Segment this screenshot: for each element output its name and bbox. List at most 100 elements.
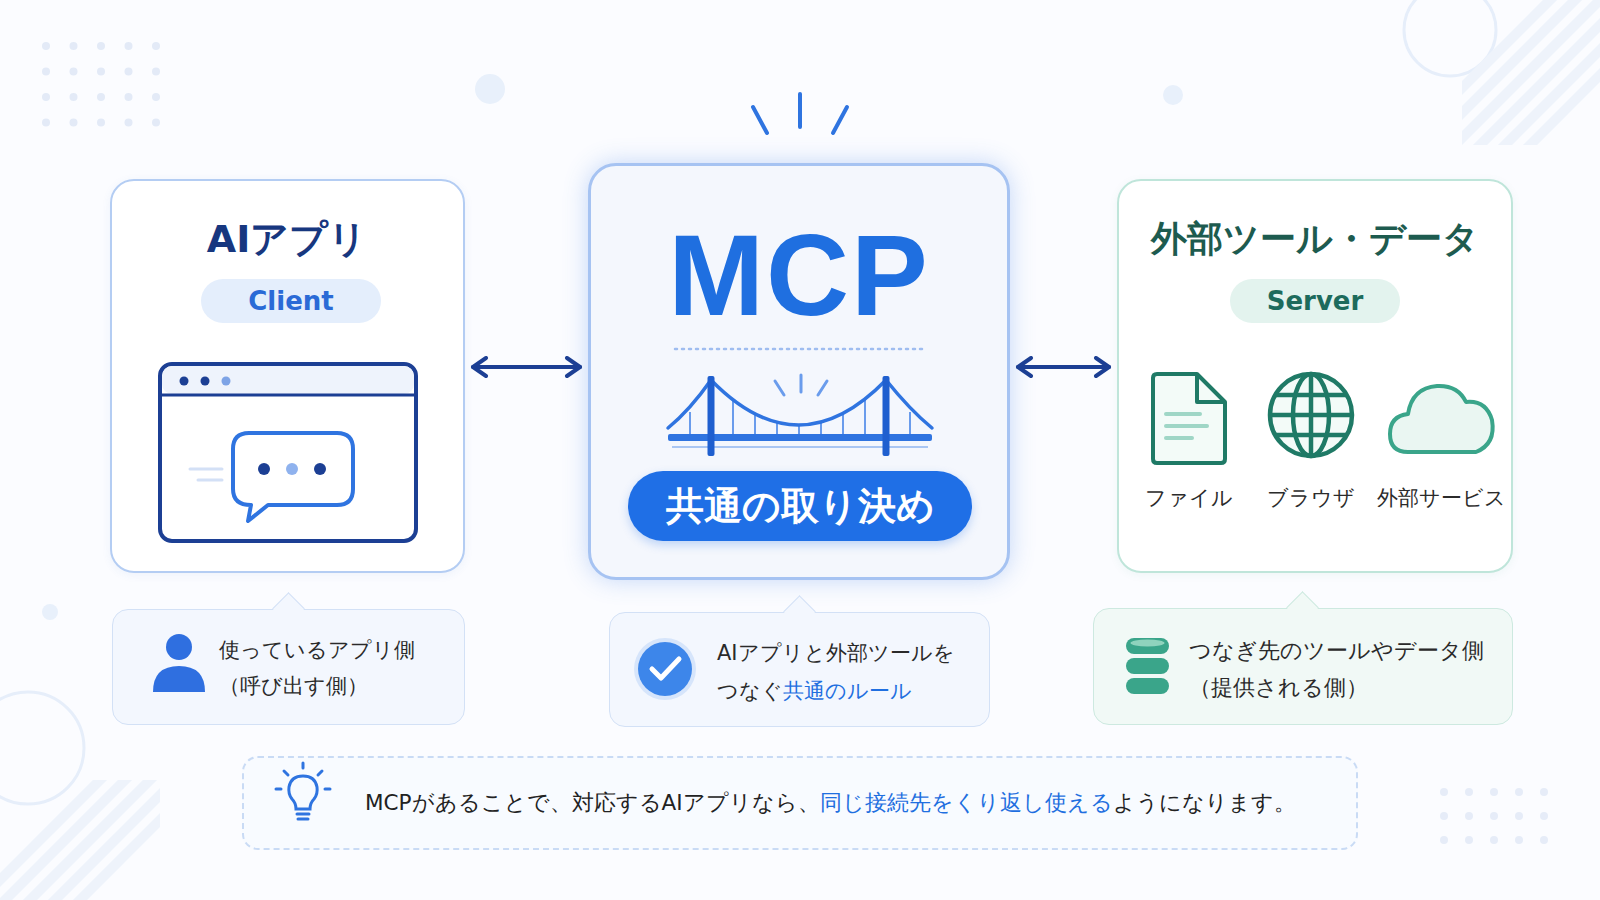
database-icon — [1131, 640, 1165, 647]
file-icon — [1153, 374, 1225, 463]
dot-grid — [42, 68, 50, 76]
file-icon — [1166, 412, 1200, 416]
diagonal-stripes — [0, 780, 160, 900]
globe-icon — [1276, 393, 1346, 398]
dot-grid — [70, 42, 78, 50]
lightbulb-icon — [276, 788, 281, 791]
bridge-illustration — [732, 400, 734, 434]
text-block: MCP — [591, 218, 1007, 367]
role-pill: Client — [201, 279, 381, 323]
protocol-card: 共通の取り決め MCP — [588, 163, 1010, 580]
dot-grid — [1465, 812, 1473, 820]
soft-circle — [42, 74, 1183, 620]
highlight-rays — [833, 107, 847, 133]
lightbulb-icon — [276, 763, 330, 819]
dotted-divider — [675, 348, 925, 351]
dot-grid — [1440, 812, 1448, 820]
ring-outline — [1404, 0, 1496, 76]
bridge-illustration — [668, 375, 932, 456]
browser-illustration — [160, 394, 416, 397]
dot-grid — [1490, 836, 1498, 844]
bridge-illustration — [798, 425, 800, 434]
rule-tag: 共通の取り決め — [666, 484, 935, 528]
check-badge — [652, 659, 679, 678]
diagonal-stripes — [35, 780, 160, 900]
note-text: MCPがあることで、対応するAIアプリなら、 — [365, 790, 820, 815]
browser-illustration — [258, 463, 270, 475]
server-card: Server 外部ツール・データ — [1117, 179, 1513, 573]
card-heading: 外部ツール・データ — [1151, 218, 1479, 259]
lightbulb-icon — [297, 813, 309, 816]
text-block: Client — [201, 279, 381, 327]
role-tag: Client — [248, 286, 333, 316]
dot-grid — [1515, 788, 1523, 796]
globe-icon — [1270, 413, 1352, 418]
dot-grid — [152, 68, 160, 76]
diagonal-stripes — [1462, 0, 1600, 145]
check-badge — [634, 638, 696, 700]
diagonal-stripes — [1465, 0, 1600, 145]
dot-grid — [1440, 788, 1448, 796]
browser-illustration — [201, 377, 210, 386]
lightbulb-icon — [325, 788, 330, 791]
person-icon — [166, 634, 192, 660]
cloud-icon — [1390, 386, 1493, 452]
file-icon — [1166, 414, 1207, 438]
dot-grid — [125, 42, 133, 50]
bridge-illustration — [708, 376, 715, 456]
diagonal-stripes — [1462, 0, 1595, 145]
dot-grid — [42, 42, 50, 50]
diagonal-stripes — [1515, 0, 1600, 145]
dot-grid — [1465, 788, 1473, 796]
note-emphasis: 同じ接続先をくり返し使える — [820, 790, 1113, 815]
diagonal-stripes — [1490, 0, 1600, 145]
callout-text: つなぎ先のツールやデータ側 （提供される側） — [1189, 638, 1484, 700]
database-icon — [1126, 638, 1169, 654]
person-icon — [153, 666, 205, 692]
check-badge — [638, 642, 692, 696]
bridge-illustration — [689, 412, 691, 434]
person-icon — [153, 634, 205, 692]
bridge-illustration — [842, 413, 844, 434]
dot-grid — [70, 119, 78, 127]
bridge-illustration — [690, 399, 910, 434]
browser-illustration — [162, 366, 414, 394]
card-heading: AIアプリ — [207, 217, 368, 261]
dot-grid — [152, 119, 160, 127]
text-block: AIアプリと外部ツールを つなぐ共通のルール — [717, 635, 979, 711]
bridge-illustration — [711, 380, 886, 425]
diagonal-stripes — [0, 780, 140, 900]
highlight-rays — [753, 107, 767, 133]
file-icon — [1166, 424, 1207, 428]
check-badge — [634, 638, 696, 700]
lightbulb-icon — [289, 776, 317, 809]
lightbulb-icon — [302, 763, 305, 768]
dot-grid — [1540, 788, 1548, 796]
dot-grid — [152, 93, 160, 101]
ring-outline — [0, 692, 84, 804]
globe-icon — [1270, 374, 1352, 456]
dot-grid — [125, 119, 133, 127]
role-pill: Server — [1230, 279, 1400, 323]
callout-emphasis: 共通のルール — [783, 679, 912, 703]
bridge-illustration — [909, 412, 911, 434]
protocol-name: MCP — [668, 211, 930, 339]
dot-grid — [1490, 788, 1498, 796]
browser-illustration — [160, 364, 416, 541]
diagonal-stripes — [1462, 0, 1600, 145]
text-block: MCPがあることで、対応するAIアプリなら、同じ接続先をくり返し使えるようになり… — [365, 758, 1350, 850]
browser-illustration — [190, 468, 222, 471]
dot-grid — [97, 93, 105, 101]
dot-grid — [42, 119, 50, 127]
note-text: ようになります。 — [1113, 790, 1296, 815]
globe-icon — [1309, 374, 1314, 456]
dot-grid — [97, 42, 105, 50]
dot-grid — [42, 42, 160, 127]
dot-grid — [1465, 836, 1473, 844]
diagonal-stripes — [1462, 0, 1570, 145]
soft-circle — [42, 604, 58, 620]
dot-grid — [70, 68, 78, 76]
browser-illustration — [222, 377, 231, 386]
